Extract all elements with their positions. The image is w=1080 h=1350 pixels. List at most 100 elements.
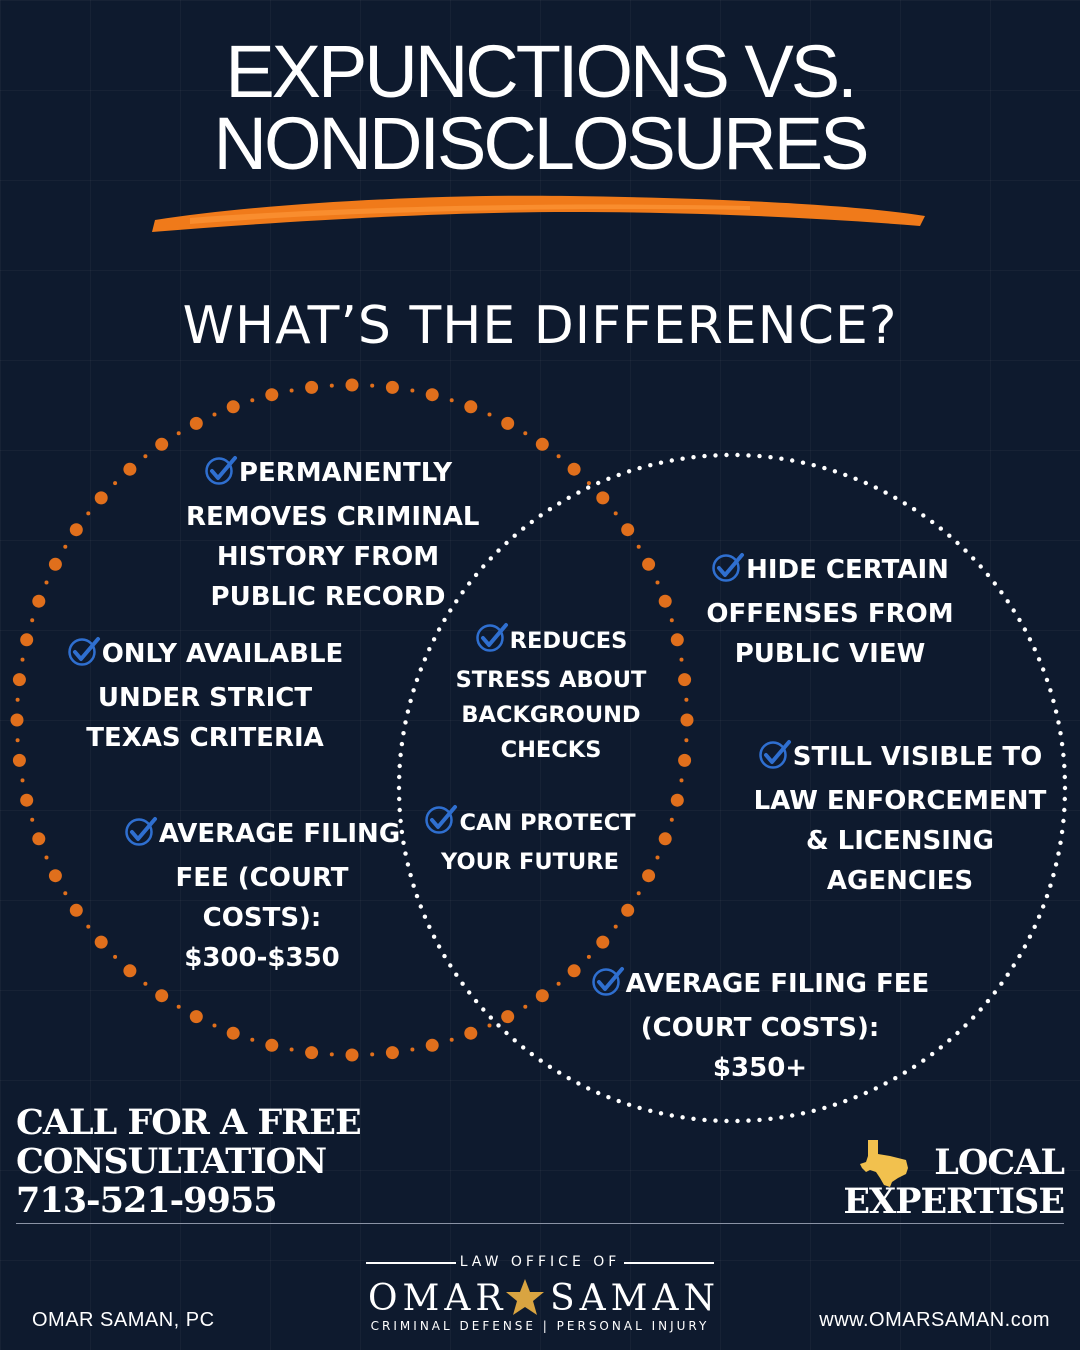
cta-phone-link[interactable]: 713-521-9955	[16, 1180, 278, 1221]
expunction-circle	[10, 378, 694, 1062]
venn-dot	[1032, 647, 1037, 652]
venn-dot	[44, 855, 49, 860]
venn-dot	[398, 752, 403, 758]
venn-dot	[596, 480, 601, 486]
venn-dot	[69, 523, 83, 537]
star-icon	[506, 1279, 544, 1315]
venn-dot	[504, 1030, 509, 1036]
venn-dot	[938, 1045, 943, 1050]
venn-dot	[616, 472, 621, 478]
venn-dot	[1017, 617, 1022, 623]
venn-dot	[20, 633, 34, 647]
venn-dot	[746, 1118, 751, 1123]
venn-dot	[883, 490, 888, 495]
footer-website-link[interactable]: www.OMARSAMAN.com	[819, 1309, 1050, 1331]
venn-dot	[893, 495, 898, 500]
venn-dot	[448, 608, 453, 613]
venn-dot	[616, 1098, 621, 1104]
venn-dot	[1027, 934, 1033, 939]
venn-dot	[48, 557, 62, 571]
venn-dot	[529, 519, 534, 525]
venn-dot	[143, 454, 148, 459]
venn-dot	[566, 495, 571, 500]
venn-dot	[790, 1113, 795, 1118]
venn-dot	[999, 590, 1004, 595]
venn-dot	[1044, 893, 1050, 899]
venn-dot	[501, 416, 515, 430]
venn-dot	[822, 465, 827, 471]
venn-dot	[226, 1026, 240, 1040]
venn-dot	[938, 526, 943, 531]
venn-dot	[481, 1007, 486, 1012]
venn-dot	[621, 523, 635, 537]
venn-dot	[1053, 862, 1059, 867]
venn-dot	[1062, 796, 1068, 802]
venn-dot	[488, 1015, 493, 1020]
venn-dot	[436, 627, 442, 632]
venn-dot	[1005, 599, 1010, 604]
venn-dot	[779, 456, 784, 461]
venn-dot	[155, 437, 169, 451]
venn-dot	[1036, 914, 1042, 919]
venn-dot	[947, 533, 952, 538]
venn-dot	[1032, 924, 1037, 929]
venn-dot	[790, 458, 795, 463]
venn-dot	[329, 383, 334, 388]
venn-dot	[399, 829, 405, 835]
venn-dot	[289, 388, 294, 393]
venn-dot	[305, 1046, 319, 1060]
venn-dot	[658, 1111, 664, 1116]
venn-dot	[678, 753, 692, 767]
venn-dot	[410, 1047, 415, 1052]
venn-dot	[1017, 953, 1022, 959]
venn-dot	[658, 460, 664, 465]
venn-dot	[385, 380, 399, 394]
venn-dot	[1048, 883, 1053, 888]
venn-dot	[411, 883, 416, 888]
venn-dot	[397, 763, 402, 769]
venn-dot	[684, 697, 689, 702]
venn-dot	[155, 989, 169, 1003]
venn-dot	[32, 832, 46, 846]
venn-dot	[566, 1076, 571, 1081]
venn-dot	[418, 667, 423, 672]
venn-dot	[414, 677, 420, 683]
venn-dot	[32, 594, 46, 608]
venn-dot	[642, 557, 656, 571]
venn-dot	[691, 455, 696, 460]
venn-dot	[431, 934, 437, 939]
venn-dot	[978, 1007, 983, 1012]
venn-dot	[832, 1102, 838, 1107]
venn-dot	[586, 1086, 591, 1091]
venn-dot	[863, 480, 868, 486]
venn-dot	[556, 454, 561, 459]
cta-line2: CONSULTATION	[16, 1141, 327, 1182]
venn-dot	[1062, 785, 1068, 791]
checkmark-circle-icon	[711, 552, 745, 594]
right-item-hide-offenses: HIDE CERTAIN OFFENSES FROM PUBLIC VIEW	[690, 550, 970, 674]
venn-dot	[521, 526, 526, 531]
venn-dot	[800, 1111, 806, 1116]
venn-dot	[1061, 752, 1066, 758]
overlap-item-reduces-stress: REDUCES STRESS ABOUT BACKGROUND CHECKS	[446, 622, 656, 768]
venn-dot	[658, 832, 672, 846]
page-title-line2: NONDISCLOSURES	[213, 102, 870, 185]
logo-last-name: SAMAN	[550, 1278, 721, 1319]
venn-dot	[873, 485, 878, 490]
checkmark-circle-icon	[424, 804, 458, 845]
venn-dot	[212, 412, 217, 417]
orange-brush-stroke	[152, 195, 925, 232]
venn-dot	[448, 963, 453, 968]
venn-dot	[535, 437, 549, 451]
checkmark-circle-icon	[758, 739, 792, 781]
venn-dot	[768, 1116, 773, 1122]
venn-dot	[1053, 709, 1059, 714]
venn-dot	[735, 452, 740, 458]
venn-dot	[1062, 807, 1067, 813]
venn-dot	[893, 1076, 898, 1081]
right-item-filing-fee: AVERAGE FILING FEE (COURT COSTS): $350+	[590, 964, 930, 1088]
venn-dot	[971, 1015, 976, 1020]
venn-dot	[226, 400, 240, 414]
venn-dot	[467, 990, 472, 995]
venn-dot	[1056, 851, 1061, 856]
